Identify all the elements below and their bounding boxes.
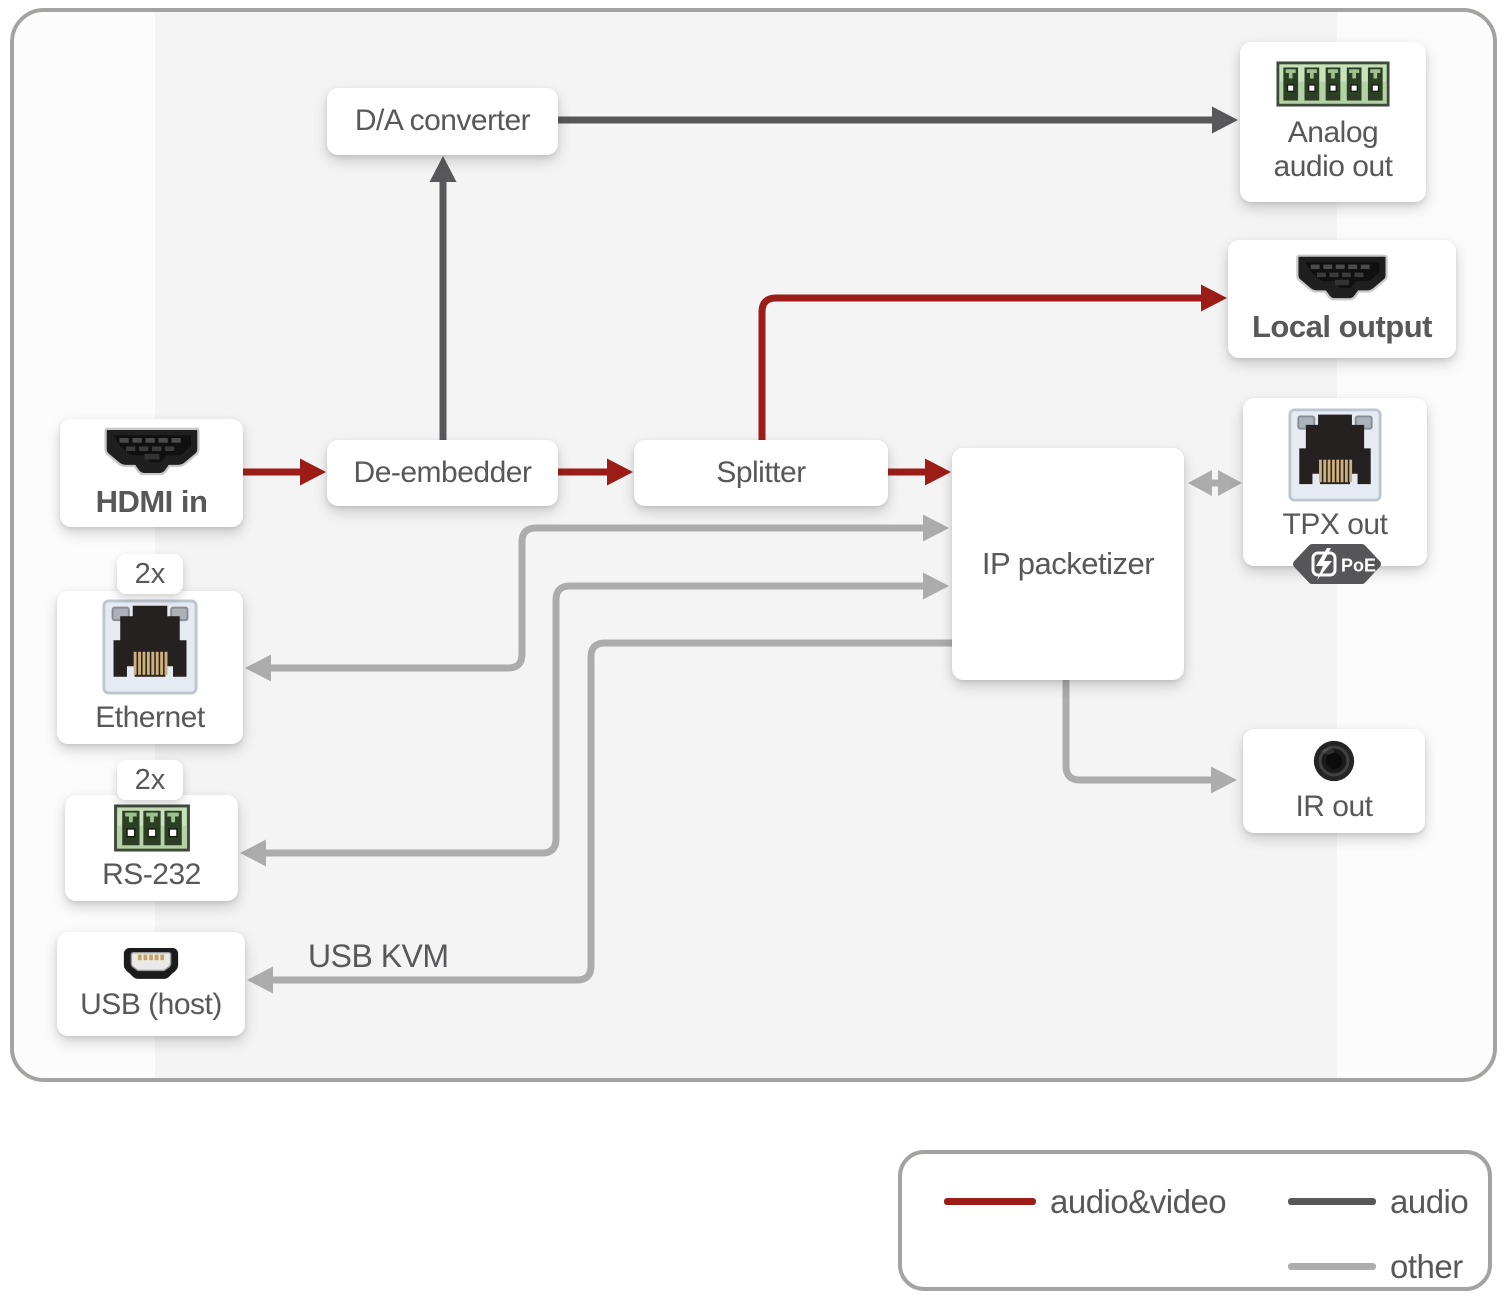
node-splitter: Splitter [634, 440, 888, 506]
rs232-count-badge: 2x [117, 760, 183, 800]
node-da-converter: D/A converter [327, 88, 558, 155]
splitter-label: Splitter [716, 455, 806, 489]
mini-usb-icon [123, 947, 179, 979]
ip-packetizer-label: IP packetizer [981, 546, 1155, 582]
rs232-label: RS-232 [102, 857, 201, 891]
node-usb-host: USB (host) [57, 932, 245, 1036]
lightning-bolt-icon [1316, 548, 1332, 580]
hdmi-in-label: HDMI in [95, 484, 208, 520]
hdmi-connector-icon [1296, 254, 1388, 301]
phoenix-5pin-icon [1276, 60, 1390, 107]
node-hdmi-in: HDMI in [60, 419, 243, 527]
de-embedder-label: De-embedder [353, 455, 532, 489]
legend-swatch-other [1288, 1263, 1376, 1270]
ir-jack-icon [1313, 740, 1355, 781]
legend-label-other: other [1390, 1248, 1463, 1285]
legend: audio&video audio other [898, 1150, 1492, 1291]
legend-swatch-audio-video [944, 1198, 1036, 1205]
node-de-embedder: De-embedder [327, 440, 558, 506]
rj45-connector-icon [1288, 408, 1382, 502]
hdmi-connector-icon [103, 427, 200, 476]
ethernet-label: Ethernet [95, 701, 205, 735]
node-ip-packetizer: IP packetizer [952, 448, 1184, 680]
input-connectors-band [14, 12, 155, 1078]
node-local-output: Local output [1228, 240, 1456, 358]
rj45-connector-icon [102, 599, 198, 695]
tpx-out-label: TPX out [1282, 507, 1388, 541]
node-analog-audio-out: Analog audio out [1240, 42, 1426, 202]
ethernet-count-badge: 2x [117, 554, 183, 594]
analog-audio-out-label: Analog audio out [1273, 115, 1393, 184]
local-output-label: Local output [1252, 309, 1432, 345]
node-ir-out: IR out [1243, 729, 1425, 833]
node-rs232: RS-232 [65, 795, 238, 901]
da-converter-label: D/A converter [354, 104, 531, 138]
legend-swatch-audio [1288, 1198, 1376, 1205]
usb-host-label: USB (host) [80, 987, 222, 1021]
phoenix-3pin-icon [113, 804, 190, 852]
ir-out-label: IR out [1295, 789, 1373, 823]
poe-label: PoE [1341, 556, 1376, 576]
legend-label-audio: audio [1390, 1183, 1469, 1220]
node-tpx-out: TPX out PoE [1243, 398, 1427, 584]
node-ethernet: Ethernet [57, 591, 243, 744]
legend-label-audio-video: audio&video [1050, 1183, 1227, 1220]
poe-badge-icon: PoE [1293, 544, 1381, 584]
usb-kvm-annotation: USB KVM [308, 938, 449, 974]
